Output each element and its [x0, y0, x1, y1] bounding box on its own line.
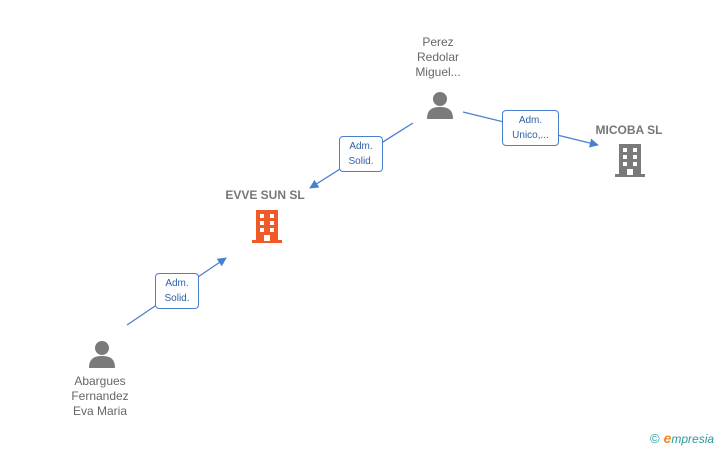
person-icon[interactable] — [425, 90, 455, 120]
building-icon[interactable] — [614, 142, 646, 178]
brand-e: e — [663, 430, 672, 446]
brand-logo: ©empresia — [650, 430, 714, 446]
node-label-abargues[interactable]: Abargues Fernandez Eva Maria — [71, 374, 129, 418]
brand-name: mpresia — [671, 432, 715, 446]
node-label-evve[interactable]: EVVE SUN SL — [225, 188, 305, 202]
building-icon[interactable] — [251, 208, 283, 244]
edge-label-perez-evve[interactable]: Adm. Solid. — [339, 136, 383, 172]
node-label-micoba[interactable]: MICOBA SL — [595, 123, 663, 137]
edge-label-perez-micoba[interactable]: Adm. Unico,... — [502, 110, 559, 146]
person-icon[interactable] — [87, 339, 117, 369]
node-label-perez[interactable]: Perez Redolar Miguel... — [415, 35, 461, 79]
copyright-icon: © — [650, 431, 660, 446]
edge-label-abargues-evve[interactable]: Adm. Solid. — [155, 273, 199, 309]
